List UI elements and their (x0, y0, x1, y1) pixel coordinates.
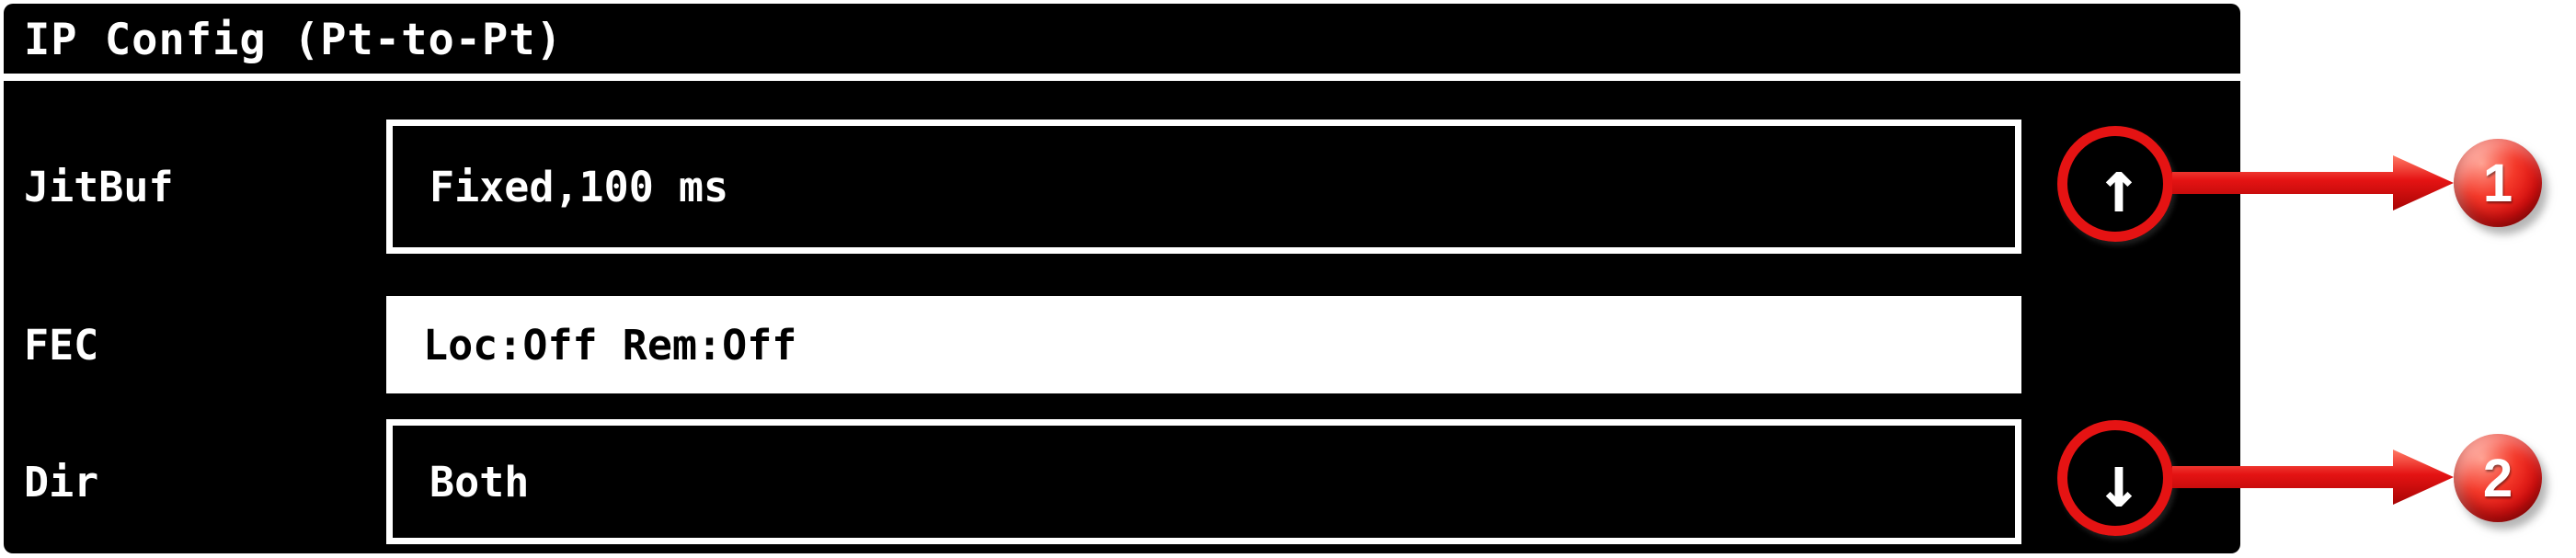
dir-label: Dir (24, 457, 99, 507)
jitbuf-field[interactable]: Fixed,100 ms (386, 120, 2021, 254)
callout-ring-2 (2057, 420, 2173, 536)
jitbuf-label: JitBuf (24, 162, 174, 211)
title-divider (4, 74, 2240, 81)
page-title: IP Config (Pt-to-Pt) (24, 15, 563, 65)
dir-field[interactable]: Both (386, 419, 2021, 544)
callout-ring-1 (2057, 126, 2173, 242)
fec-label: FEC (24, 320, 99, 370)
callout-badge-1: 1 (2454, 139, 2542, 227)
callout-badge-2: 2 (2454, 434, 2542, 522)
lcd-screen: IP Config (Pt-to-Pt) JitBuf Fixed,100 ms… (4, 4, 2240, 553)
fec-field[interactable]: Loc:Off Rem:Off (386, 296, 2021, 393)
callout-arrow-2 (2172, 450, 2454, 505)
callout-arrow-1 (2172, 155, 2454, 211)
